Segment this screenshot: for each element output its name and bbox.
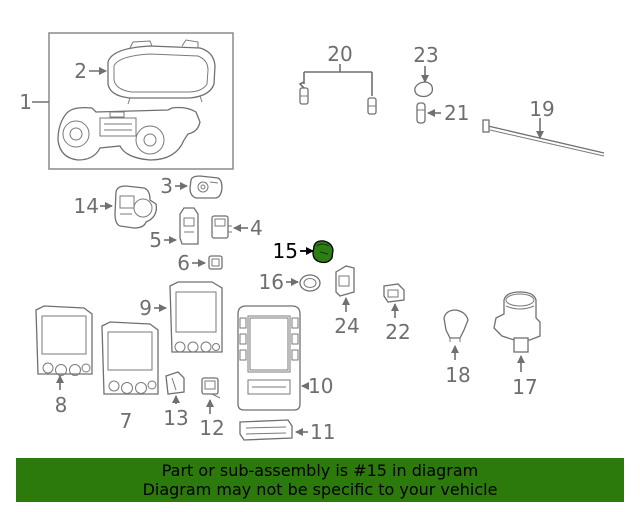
callout-22: 22 bbox=[385, 320, 410, 344]
callout-13: 13 bbox=[163, 406, 188, 430]
callout-18: 18 bbox=[445, 363, 470, 387]
callout-24: 24 bbox=[334, 314, 359, 338]
callout-1: 1 bbox=[19, 90, 32, 114]
part-6-button-group bbox=[192, 255, 223, 270]
part-1-instrument-cluster-group bbox=[32, 32, 234, 170]
part-15-highlighted-group bbox=[300, 240, 334, 264]
part-14-switch-panel-group bbox=[100, 185, 158, 229]
part-19-wire-group bbox=[482, 118, 605, 157]
part-4-connector-group bbox=[211, 215, 248, 239]
part-5-switch-group bbox=[164, 207, 199, 245]
part-17-module-group bbox=[493, 291, 541, 372]
callout-16: 16 bbox=[259, 270, 284, 294]
callout-10: 10 bbox=[308, 374, 333, 398]
callout-14: 14 bbox=[74, 194, 99, 218]
callout-9: 9 bbox=[139, 296, 152, 320]
part-13-bracket-group bbox=[165, 371, 185, 404]
callout-6: 6 bbox=[177, 251, 190, 275]
callout-11: 11 bbox=[310, 420, 335, 444]
callout-8: 8 bbox=[55, 393, 68, 417]
part-24-sensor-group bbox=[335, 265, 355, 312]
part-11-switch-bank-group bbox=[239, 419, 308, 441]
callout-15-highlighted: 15 bbox=[273, 239, 298, 263]
callout-5: 5 bbox=[149, 228, 162, 252]
part-23-21-group bbox=[414, 66, 441, 124]
banner-line-1: Part or sub-assembly is #15 in diagram bbox=[161, 461, 479, 480]
parts-diagram: 1 2 3 4 5 6 7 8 9 10 11 12 13 14 15 16 1… bbox=[19, 32, 605, 444]
part-7-control-panel-group bbox=[101, 321, 159, 395]
part-10-display-bezel-group bbox=[237, 305, 309, 411]
callout-19: 19 bbox=[529, 97, 554, 121]
part-18-housing-group bbox=[443, 309, 469, 360]
banner-line-2: Diagram may not be specific to your vehi… bbox=[142, 480, 498, 499]
callout-20: 20 bbox=[327, 42, 352, 66]
callout-17: 17 bbox=[512, 375, 537, 399]
part-12-switch-group bbox=[201, 377, 221, 414]
part-9-control-panel-group bbox=[154, 281, 223, 353]
callout-3: 3 bbox=[160, 174, 173, 198]
callout-2: 2 bbox=[74, 59, 87, 83]
callout-12: 12 bbox=[199, 416, 224, 440]
part-8-control-panel-group bbox=[35, 305, 93, 390]
part-3-switch-group bbox=[175, 175, 223, 199]
part-16-ring-group bbox=[286, 274, 321, 292]
part-22-clip-group bbox=[383, 283, 405, 318]
info-banner: Part or sub-assembly is #15 in diagram D… bbox=[16, 458, 624, 502]
callout-4: 4 bbox=[250, 216, 263, 240]
part-20-bulbs-group bbox=[298, 64, 377, 115]
callout-7: 7 bbox=[120, 409, 133, 433]
callout-21: 21 bbox=[444, 101, 469, 125]
callout-23: 23 bbox=[413, 43, 438, 67]
